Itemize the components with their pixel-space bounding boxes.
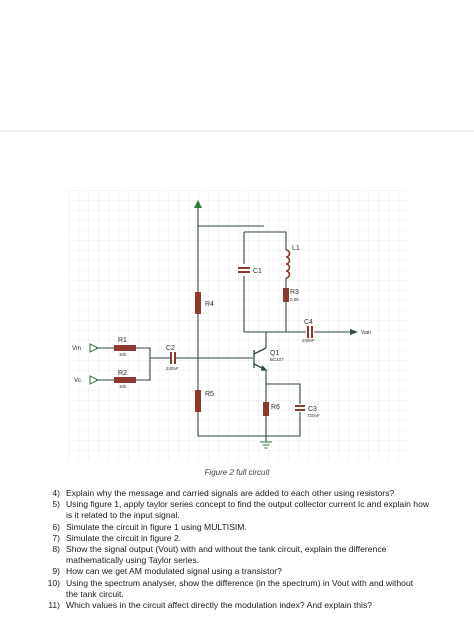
label-r4: R4 (205, 301, 214, 308)
list-item: 11)Which values in the circuit affect di… (48, 600, 373, 611)
list-item: 7)Simulate the circuit in figure 2. (52, 532, 182, 543)
capacitor-c2 (170, 352, 176, 364)
resistor-r1 (114, 345, 136, 351)
resistor-r2 (114, 377, 136, 383)
vcc-arrow (194, 200, 202, 208)
figure-caption: Figure 2 full circuit (204, 468, 270, 477)
capacitor-c1 (238, 267, 250, 273)
circuit-diagram: Vm Vc R1 10k R2 10k C2 240nF R4 R5 C1 L1… (68, 190, 408, 460)
label-q1-value: BC107 (270, 357, 284, 362)
vam-output-arrow (350, 329, 358, 335)
label-l1: L1 (292, 245, 300, 252)
label-vam: Vam (361, 330, 371, 336)
label-c3: C3 (308, 406, 317, 413)
list-item: 6)Simulate the circuit in figure 1 using… (52, 521, 247, 532)
label-r2-value: 10k (119, 384, 127, 389)
label-c2: C2 (166, 345, 175, 352)
label-c4: C4 (304, 319, 313, 326)
grid-background (68, 190, 408, 460)
list-item: 9)How can we get AM modulated signal usi… (52, 566, 282, 577)
label-r5: R5 (205, 391, 214, 398)
label-r2: R2 (118, 370, 127, 377)
vc-input-arrow (89, 375, 100, 385)
label-r1: R1 (118, 337, 127, 344)
ground-symbol (260, 441, 272, 449)
label-q1: Q1 (270, 350, 279, 357)
wires (96, 202, 350, 442)
label-c1: C1 (253, 268, 262, 275)
label-r6: R6 (271, 404, 280, 411)
resistor-r6 (263, 402, 269, 416)
label-r3: R3 (290, 289, 299, 296)
resistor-r4 (195, 292, 201, 314)
blank-header (0, 0, 474, 130)
label-r3-value: 0.06 (290, 297, 299, 302)
question-list: 4)Explain why the message and carried si… (40, 488, 430, 611)
list-item: 10)Using the spectrum analyser, show the… (47, 577, 414, 599)
label-c4-value: 240nF (302, 338, 315, 343)
list-item: 8)Show the signal output (Vout) with and… (52, 544, 387, 566)
divider (0, 130, 474, 132)
label-vc: Vc (74, 378, 81, 384)
list-item: 4)Explain why the message and carried si… (52, 488, 395, 498)
inductor-l1 (285, 249, 291, 279)
label-r1-value: 10k (119, 352, 127, 357)
label-c3-value: 720nF (307, 413, 320, 418)
resistor-r3 (283, 288, 289, 302)
label-c2-value: 240nF (166, 366, 179, 371)
vm-input-arrow (89, 343, 100, 353)
label-vm: Vm (72, 346, 81, 352)
capacitor-c4 (307, 326, 313, 338)
capacitor-c3 (295, 405, 305, 411)
list-item: 5)Using figure 1, apply taylor series co… (52, 499, 430, 521)
transistor-q1 (253, 347, 268, 371)
resistor-r5 (195, 390, 201, 412)
